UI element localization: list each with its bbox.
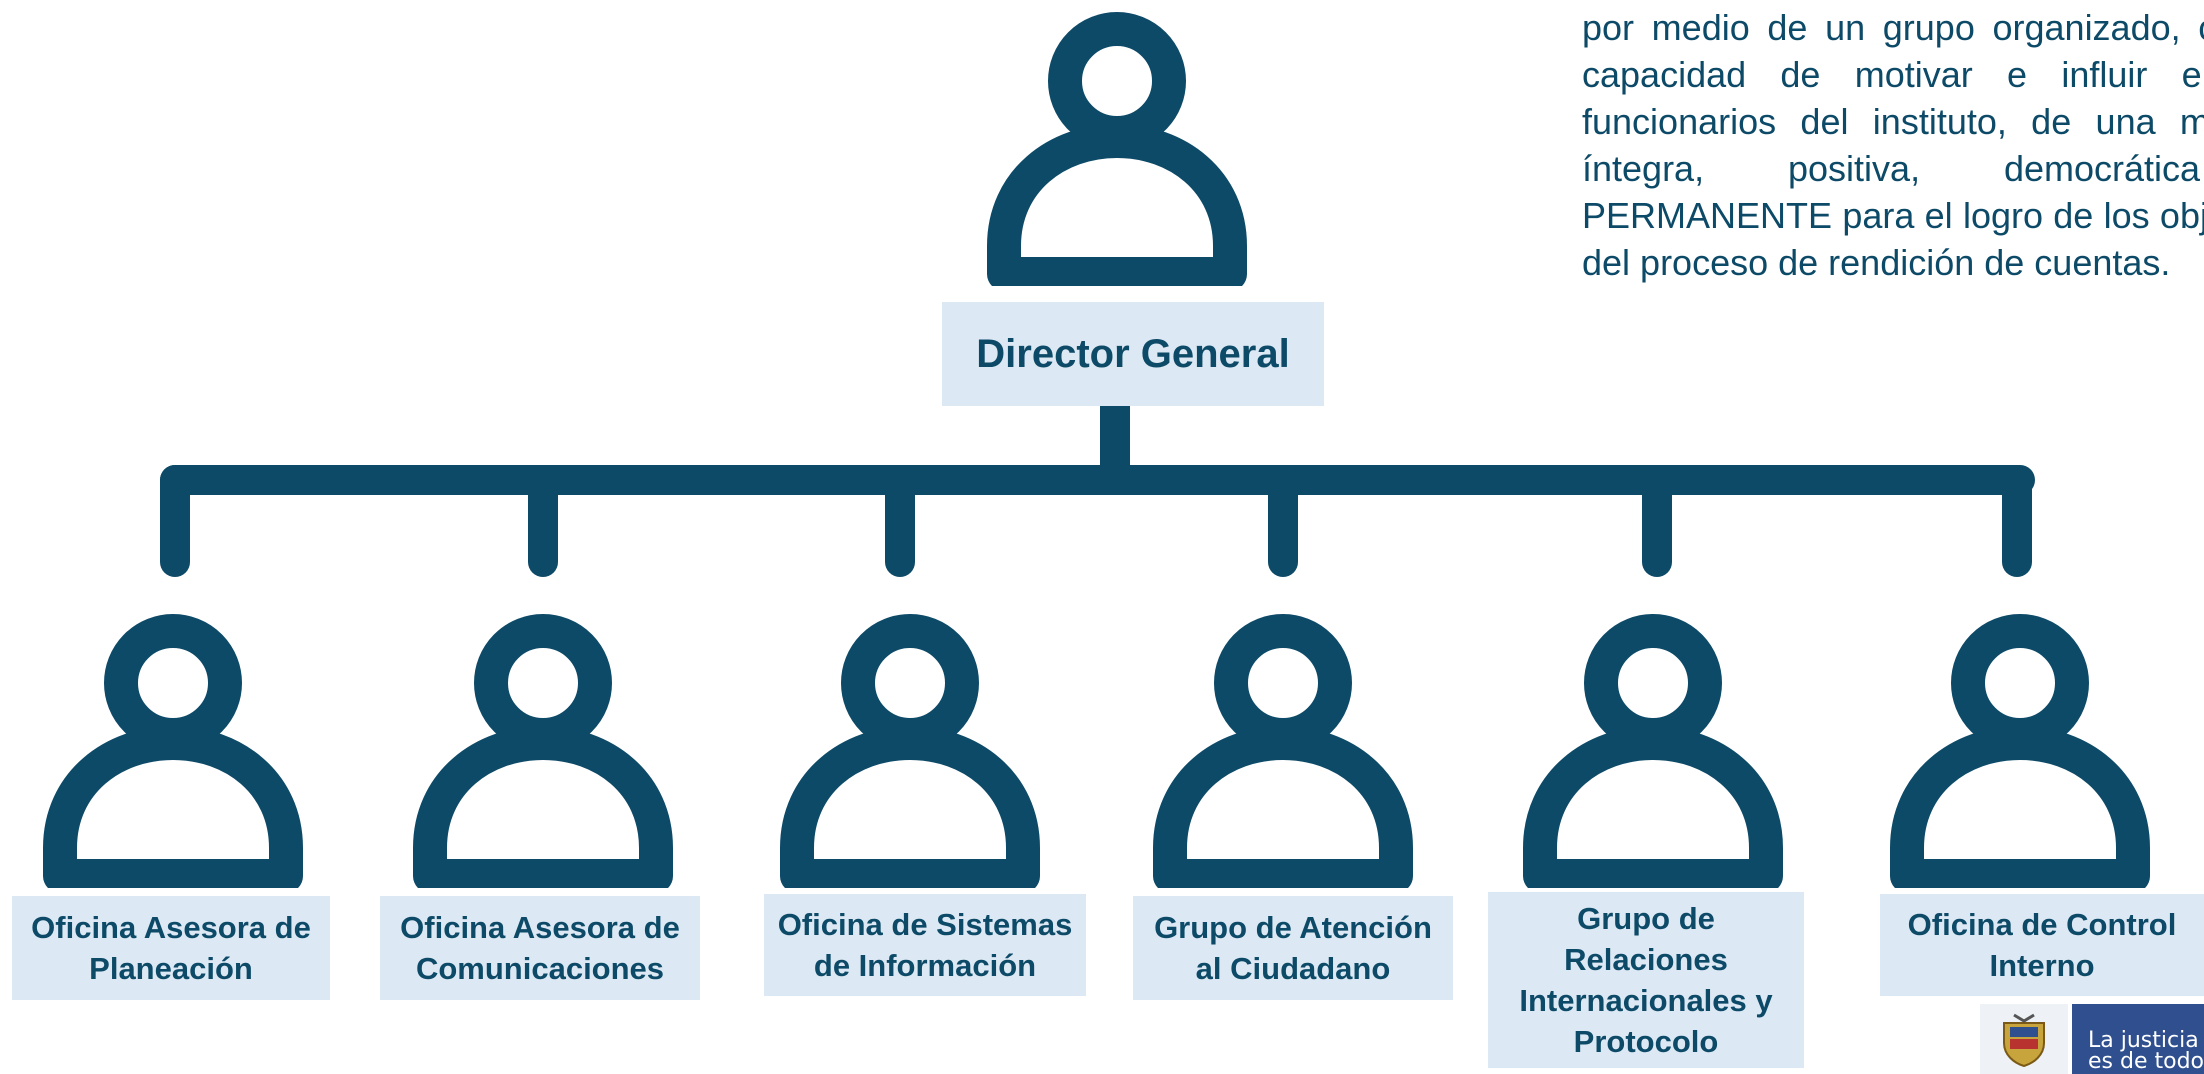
- person-icon: [982, 6, 1252, 286]
- logo-text-line1: La justicia: [2088, 1028, 2199, 1053]
- child-node-label: Grupo de Atención al Ciudadano: [1133, 896, 1453, 1000]
- coat-of-arms-icon: [1980, 1004, 2068, 1074]
- person-icon: [1518, 608, 1788, 888]
- person-icon: [1885, 608, 2155, 888]
- child-node-label: Grupo de Relaciones Internacionales y Pr…: [1488, 892, 1804, 1068]
- child-node-label: Oficina Asesora de Planeación: [12, 896, 330, 1000]
- logo-text-line2: es de todos: [2088, 1049, 2204, 1074]
- person-icon: [775, 608, 1045, 888]
- government-logo: La justicia es de todos: [1980, 1004, 2204, 1074]
- person-icon: [1148, 608, 1418, 888]
- intro-paragraph: por medio de un grupo organizado, con la…: [1582, 7, 2204, 283]
- child-node-label: Oficina Asesora de Comunicaciones: [380, 896, 700, 1000]
- child-node-label: Oficina de Sistemas de Información: [764, 894, 1086, 996]
- logo-band: La justicia es de todos: [2072, 1004, 2204, 1074]
- person-icon: [408, 608, 678, 888]
- child-node-label: Oficina de Control Interno: [1880, 894, 2204, 996]
- root-node-label: Director General: [942, 302, 1324, 406]
- person-icon: [38, 608, 308, 888]
